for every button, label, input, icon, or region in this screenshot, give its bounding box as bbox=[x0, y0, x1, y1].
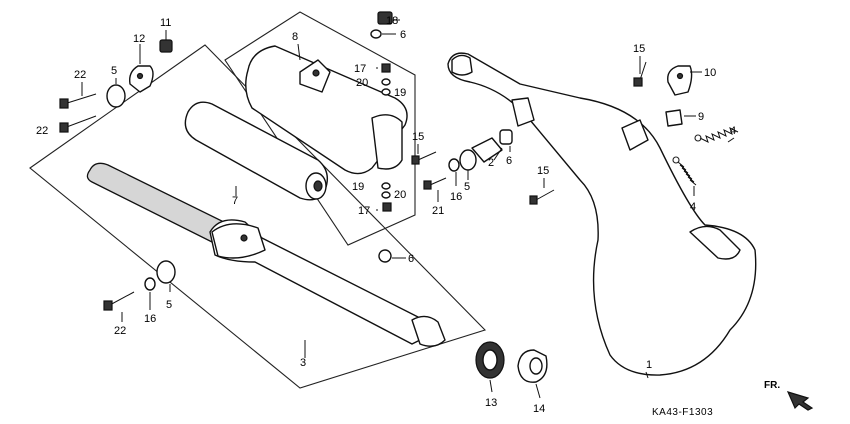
callout-part-9: 9 bbox=[698, 111, 704, 123]
callout-part-22-lower: 22 bbox=[114, 325, 126, 337]
exhaust-gasket bbox=[475, 341, 505, 379]
callout-part-15-right: 15 bbox=[537, 165, 549, 177]
callout-part-6-bottom: 6 bbox=[408, 253, 414, 265]
exhaust-spring-upper bbox=[694, 127, 739, 143]
callout-part-14: 14 bbox=[533, 403, 545, 415]
muffler-packing bbox=[184, 101, 328, 201]
callout-part-19-lower: 19 bbox=[352, 181, 364, 193]
callout-part-11: 11 bbox=[160, 17, 171, 29]
expansion-chamber bbox=[447, 52, 757, 376]
callout-part-4-upper: 4 bbox=[730, 125, 736, 137]
callout-part-6-top: 6 bbox=[400, 29, 406, 41]
leader-lines bbox=[81, 19, 735, 399]
callout-part-5-upper: 5 bbox=[111, 65, 117, 77]
callout-part-3: 3 bbox=[300, 357, 306, 369]
callout-part-12: 12 bbox=[133, 33, 145, 45]
callout-part-15-middle: 15 bbox=[412, 131, 424, 143]
callout-part-22-upper: 22 bbox=[74, 69, 86, 81]
exhaust-joint bbox=[517, 349, 548, 383]
callout-part-6-middle: 6 bbox=[506, 155, 512, 167]
callout-part-21: 21 bbox=[432, 205, 444, 217]
hardware bbox=[59, 11, 647, 311]
front-direction-arrow: FR. bbox=[764, 380, 814, 411]
callout-part-8: 8 bbox=[292, 31, 298, 43]
callout-part-15-top: 15 bbox=[633, 43, 645, 55]
muffler-inner-frame bbox=[224, 11, 416, 246]
callout-part-20-upper: 20 bbox=[356, 77, 368, 89]
callout-part-5-middle: 5 bbox=[464, 181, 470, 193]
exhaust-spring-lower bbox=[672, 156, 697, 186]
callout-part-2: 2 bbox=[488, 157, 494, 169]
callout-part-19-upper: 19 bbox=[394, 87, 406, 99]
callout-part-20-lower: 20 bbox=[394, 189, 406, 201]
muffler-stay bbox=[128, 65, 154, 93]
callout-part-10: 10 bbox=[704, 67, 716, 79]
callout-part-4-lower: 4 bbox=[690, 201, 696, 213]
callout-part-17-lower: 17 bbox=[358, 205, 370, 217]
callout-part-22-middle: 22 bbox=[36, 125, 48, 137]
callout-part-18: 18 bbox=[386, 15, 398, 27]
muffler-upper-body bbox=[245, 45, 408, 175]
front-direction-label: FR. bbox=[764, 380, 780, 391]
silencer-pipe bbox=[86, 162, 446, 347]
callout-part-5-lower: 5 bbox=[166, 299, 172, 311]
callout-part-1: 1 bbox=[646, 359, 652, 371]
diagram-reference-code: KA43-F1303 bbox=[652, 407, 713, 418]
callout-part-7: 7 bbox=[232, 195, 238, 207]
bracket-rubber bbox=[665, 109, 683, 127]
callout-part-17-upper: 17 bbox=[354, 63, 366, 75]
callout-part-16-middle: 16 bbox=[450, 191, 462, 203]
callout-part-13: 13 bbox=[485, 397, 497, 409]
callout-part-16-lower: 16 bbox=[144, 313, 156, 325]
callout-numbers: 1 2 3 4 4 5 5 5 6 6 6 7 8 9 10 11 12 13 … bbox=[36, 15, 736, 415]
mounting-bracket bbox=[667, 65, 693, 96]
